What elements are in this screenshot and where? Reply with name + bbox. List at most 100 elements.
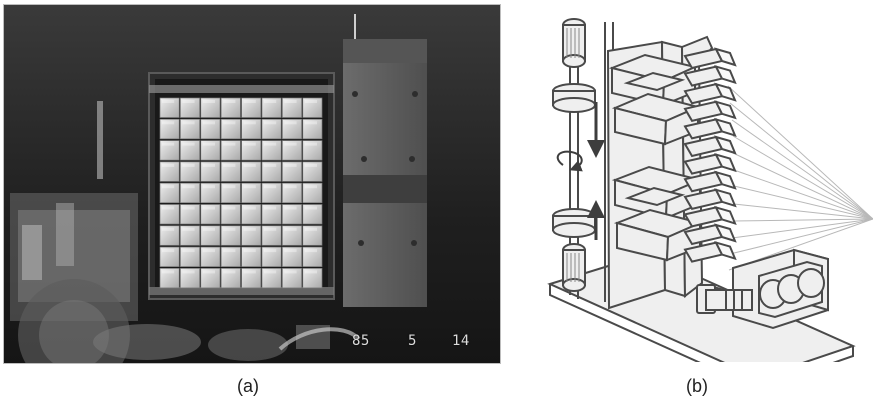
lens-cell-highlight xyxy=(202,100,215,103)
lens-cell-highlight xyxy=(202,206,215,210)
lens-cell xyxy=(302,225,323,246)
lens-cell xyxy=(282,140,302,161)
lens-cell xyxy=(180,204,200,225)
lens-cell-highlight xyxy=(264,163,277,167)
lens-cell xyxy=(200,118,221,140)
lens-cell xyxy=(261,225,282,246)
lens-cell xyxy=(282,161,302,182)
lens-cell-highlight xyxy=(223,249,236,253)
lens-cell xyxy=(180,225,200,246)
lens-cell-highlight xyxy=(243,206,256,210)
lens-cell xyxy=(159,268,180,289)
lens-cell xyxy=(282,246,302,267)
lens-cell-highlight xyxy=(162,206,175,210)
lens-cell-highlight xyxy=(182,270,195,274)
lens-cell-highlight xyxy=(162,185,175,189)
side-plate xyxy=(343,14,427,307)
lens-cell xyxy=(159,118,180,140)
lens-cell-highlight xyxy=(284,227,297,231)
lower-gear-wheel xyxy=(552,208,596,238)
lens-cell xyxy=(241,97,262,118)
lens-cell-highlight xyxy=(223,121,236,125)
lens-cell xyxy=(282,225,302,246)
mechanical-diagram xyxy=(547,18,873,362)
lens-cell xyxy=(200,268,221,289)
lens-cell xyxy=(220,118,241,140)
lens-cell xyxy=(220,246,241,267)
lens-cell xyxy=(200,182,221,204)
lens-cell xyxy=(200,246,221,267)
diagram-panel-b xyxy=(536,4,873,362)
lens-cell xyxy=(220,204,241,225)
lens-cell-highlight xyxy=(243,227,256,231)
lens-cell-highlight xyxy=(202,142,215,146)
lens-cell-highlight xyxy=(243,100,256,103)
louver-face xyxy=(714,170,737,190)
louver-face xyxy=(714,223,737,243)
lens-cell xyxy=(302,140,323,161)
left-machinery xyxy=(10,101,138,363)
lens-cell-highlight xyxy=(223,142,236,146)
photo-number-5: 5 xyxy=(408,333,417,349)
lens-cell-highlight xyxy=(264,142,277,146)
caption-b: (b) xyxy=(686,376,708,396)
beam-lines xyxy=(727,85,873,271)
lens-cell-highlight xyxy=(182,121,195,125)
lens-cell-highlight xyxy=(284,206,297,210)
lens-cell-highlight xyxy=(162,270,175,274)
lens-cell xyxy=(159,97,180,118)
louver-face xyxy=(714,82,737,102)
lens-cell xyxy=(220,140,241,161)
lens-cell xyxy=(241,182,262,204)
lens-cell-highlight xyxy=(304,163,317,167)
lens-cell xyxy=(261,268,282,289)
lens-cell-highlight xyxy=(243,142,256,146)
louver-face xyxy=(714,153,737,173)
lens-cell-highlight xyxy=(243,163,256,167)
lens-cell xyxy=(302,182,323,204)
lens-cell xyxy=(180,97,200,118)
lens-cell-highlight xyxy=(223,270,236,274)
lens-cell-highlight xyxy=(243,249,256,253)
lens-cell xyxy=(282,182,302,204)
lens-cell-highlight xyxy=(182,185,195,189)
lens-cell xyxy=(159,182,180,204)
photo-panel-a: 85 5 14 xyxy=(3,4,501,364)
lens-cell-highlight xyxy=(182,163,195,167)
lens-cell-highlight xyxy=(162,142,175,146)
lens-cell xyxy=(200,161,221,182)
lens-cell-highlight xyxy=(264,270,277,274)
photo-illustration xyxy=(4,5,500,363)
lens-cell-highlight xyxy=(182,142,195,146)
lens-cell-highlight xyxy=(264,206,277,210)
lens-cell-highlight xyxy=(202,121,215,125)
louver-face xyxy=(714,100,737,120)
lens-cell-highlight xyxy=(182,206,195,210)
lens-cell-highlight xyxy=(304,270,317,274)
lens-cell xyxy=(200,204,221,225)
lens-cell xyxy=(261,182,282,204)
lens-cell xyxy=(282,118,302,140)
lens-cell xyxy=(180,161,200,182)
lens-cell xyxy=(220,161,241,182)
lens-cell-highlight xyxy=(223,185,236,189)
lens-cell-highlight xyxy=(243,270,256,274)
lens-cell-highlight xyxy=(162,249,175,253)
louver-face xyxy=(714,188,737,208)
lens-cell-highlight xyxy=(202,227,215,231)
lens-cell xyxy=(180,182,200,204)
lens-cell-highlight xyxy=(284,163,297,167)
upper-gear-wheel xyxy=(552,83,596,113)
lens-cell xyxy=(180,246,200,267)
lens-cell xyxy=(159,246,180,267)
lower-equipment xyxy=(93,324,361,361)
lens-cell xyxy=(302,161,323,182)
lens-cell xyxy=(200,97,221,118)
lens-cell xyxy=(220,182,241,204)
lens-cell-highlight xyxy=(304,227,317,231)
lens-cell xyxy=(241,246,262,267)
lens-cell-highlight xyxy=(264,185,277,189)
caption-a: (a) xyxy=(237,376,259,396)
lens-cell-highlight xyxy=(304,249,317,253)
motor-bottom xyxy=(562,243,586,292)
